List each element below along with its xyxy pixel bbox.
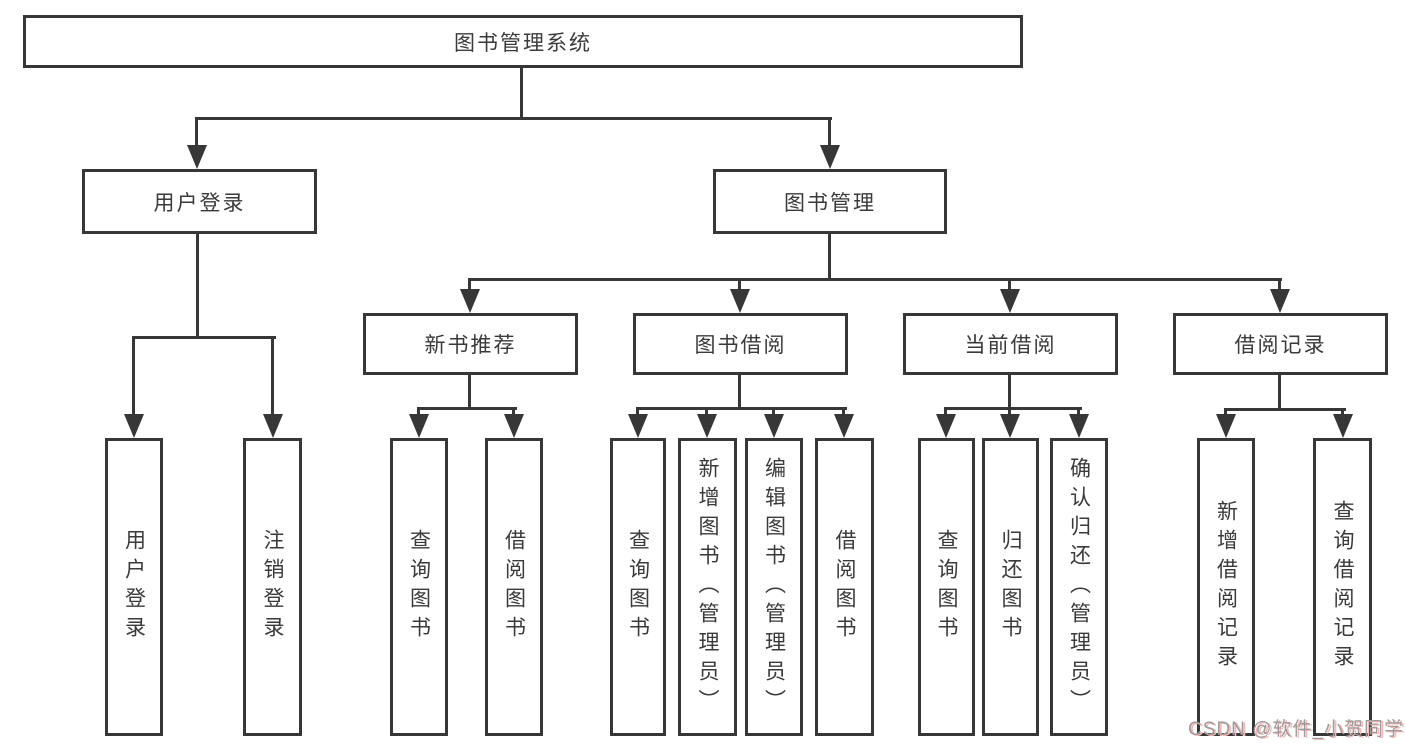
connector-line (772, 407, 775, 417)
node-label: 查询图书 (407, 529, 431, 645)
leaf-return-books: 归还图书 (982, 438, 1039, 736)
connector-line (468, 278, 1282, 281)
node-label: 借阅记录 (1234, 334, 1327, 357)
node-label: 查询图书 (626, 529, 650, 645)
node-label: 借阅图书 (833, 529, 856, 645)
arrow-down-icon (697, 414, 717, 438)
arrow-down-icon (187, 145, 207, 169)
connector-line (1224, 408, 1346, 411)
node-label: 确认归还（管理员） (1067, 456, 1091, 718)
connector-line (512, 407, 515, 417)
connector-line (417, 407, 517, 410)
arrow-down-icon (764, 414, 784, 438)
node-label: 新增图书（管理员） (696, 456, 719, 718)
node-label: 图书管理 (784, 191, 876, 215)
connector-line (196, 234, 199, 336)
leaf-logout-login: 注销登录 (243, 438, 302, 736)
leaf-query-books-recommend: 查询图书 (390, 438, 448, 736)
arrow-down-icon (628, 414, 648, 438)
arrow-down-icon (1270, 289, 1290, 313)
node-book-borrowing: 图书借阅 (633, 313, 848, 375)
connector-line (1008, 407, 1011, 417)
connector-line (1077, 407, 1080, 417)
connector-line (1341, 408, 1344, 416)
connector-line (842, 407, 845, 417)
leaf-query-books-current: 查询图书 (918, 438, 975, 736)
connector-line (132, 336, 135, 418)
connector-line (1224, 408, 1227, 416)
leaf-borrow-books-recommend: 借阅图书 (485, 438, 543, 736)
arrow-down-icon (1000, 289, 1020, 313)
connector-line (1008, 375, 1011, 407)
arrow-down-icon (263, 414, 283, 438)
leaf-query-borrow-record: 查询借阅记录 (1313, 438, 1372, 736)
arrow-down-icon (409, 414, 429, 438)
node-label: 图书借阅 (694, 334, 787, 357)
leaf-edit-books-admin: 编辑图书（管理员） (745, 438, 803, 736)
node-label: 用户登录 (153, 191, 246, 215)
arrow-down-icon (1000, 414, 1020, 438)
connector-line (636, 407, 847, 410)
arrow-down-icon (1333, 414, 1353, 438)
node-label: 图书管理系统 (454, 31, 592, 55)
connector-line (195, 117, 198, 149)
leaf-query-books-borrowing: 查询图书 (610, 438, 666, 736)
node-label: 注销登录 (261, 529, 284, 645)
connector-line (1008, 278, 1011, 294)
arrow-down-icon (820, 145, 840, 169)
csdn-watermark: CSDN @软件_小贺同学 (1188, 719, 1404, 740)
arrow-down-icon (1069, 414, 1089, 438)
connector-line (738, 375, 741, 407)
node-new-book-recommendation: 新书推荐 (363, 313, 578, 375)
connector-line (132, 336, 276, 339)
connector-line (636, 407, 639, 417)
arrow-down-icon (1216, 414, 1236, 438)
connector-line (468, 375, 471, 407)
arrow-down-icon (124, 414, 144, 438)
connector-line (520, 68, 523, 117)
node-user-login: 用户登录 (82, 169, 317, 234)
node-label: 新增借阅记录 (1214, 500, 1238, 674)
node-label: 当前借阅 (964, 334, 1057, 357)
node-current-borrowing: 当前借阅 (903, 313, 1118, 375)
arrow-down-icon (730, 289, 750, 313)
leaf-add-books-admin: 新增图书（管理员） (678, 438, 737, 736)
connector-line (738, 278, 741, 294)
connector-line (1278, 375, 1281, 408)
node-label: 借阅图书 (502, 529, 526, 645)
node-label: 查询借阅记录 (1331, 500, 1354, 674)
node-label: 归还图书 (999, 529, 1022, 645)
connector-line (271, 336, 274, 418)
leaf-add-borrow-record: 新增借阅记录 (1197, 438, 1255, 736)
arrow-down-icon (936, 414, 956, 438)
leaf-borrow-books-borrowing: 借阅图书 (815, 438, 874, 736)
arrow-down-icon (834, 414, 854, 438)
node-library-management-system: 图书管理系统 (23, 15, 1023, 68)
arrow-down-icon (460, 289, 480, 313)
connector-line (828, 117, 831, 149)
connector-line (417, 407, 420, 417)
connector-line (944, 407, 1082, 410)
connector-line (195, 117, 832, 120)
connector-line (944, 407, 947, 417)
node-label: 新书推荐 (424, 334, 517, 357)
connector-line (828, 234, 831, 278)
leaf-confirm-return-admin: 确认归还（管理员） (1050, 438, 1108, 736)
node-label: 查询图书 (935, 529, 958, 645)
node-label: 编辑图书（管理员） (762, 456, 786, 718)
arrow-down-icon (504, 414, 524, 438)
connector-line (705, 407, 708, 417)
node-label: 用户登录 (122, 529, 146, 645)
node-borrowing-records: 借阅记录 (1173, 313, 1388, 375)
connector-line (468, 278, 471, 294)
connector-line (1278, 278, 1281, 294)
node-book-management: 图书管理 (713, 169, 947, 234)
leaf-user-login: 用户登录 (105, 438, 163, 736)
